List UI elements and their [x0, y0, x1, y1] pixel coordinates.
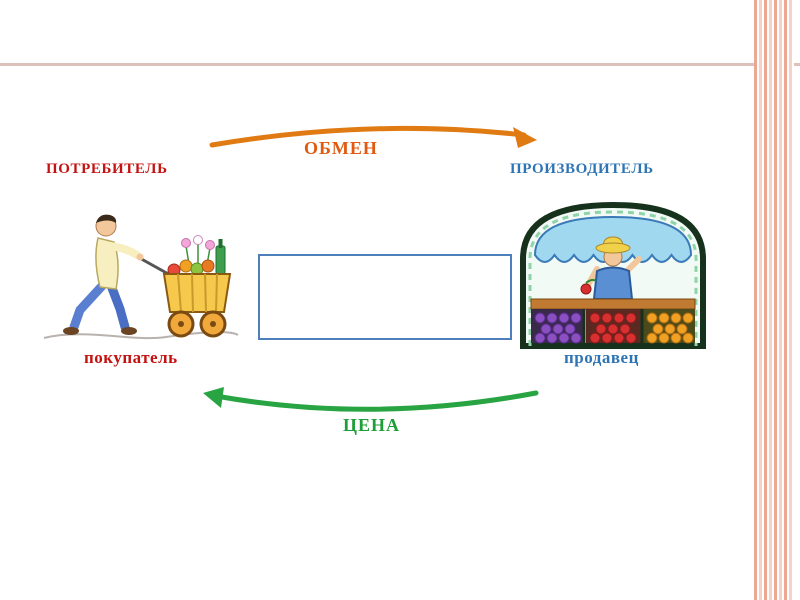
exchange-arrow-label: ОБМЕН — [304, 138, 378, 158]
market-stall-illustration — [520, 201, 706, 349]
produce-bins — [531, 309, 695, 344]
exchange-goods-box — [258, 254, 512, 340]
consumer-title: ПОТРЕБИТЕЛЬ — [46, 161, 168, 177]
counter — [530, 298, 696, 310]
price-arrow — [203, 387, 539, 412]
buyer-figure — [63, 214, 144, 335]
seller-caption: продавец — [564, 348, 639, 367]
cart-body — [162, 273, 232, 313]
price-arrow-label: ЦЕНА — [343, 415, 401, 435]
buyer-caption: покупатель — [84, 348, 178, 367]
right-striped-border — [754, 0, 794, 600]
buyer-with-cart-illustration — [43, 214, 239, 340]
seller-figure — [580, 236, 642, 300]
producer-title: ПРОИЗВОДИТЕЛЬ — [510, 161, 654, 177]
top-divider-line — [0, 63, 800, 66]
